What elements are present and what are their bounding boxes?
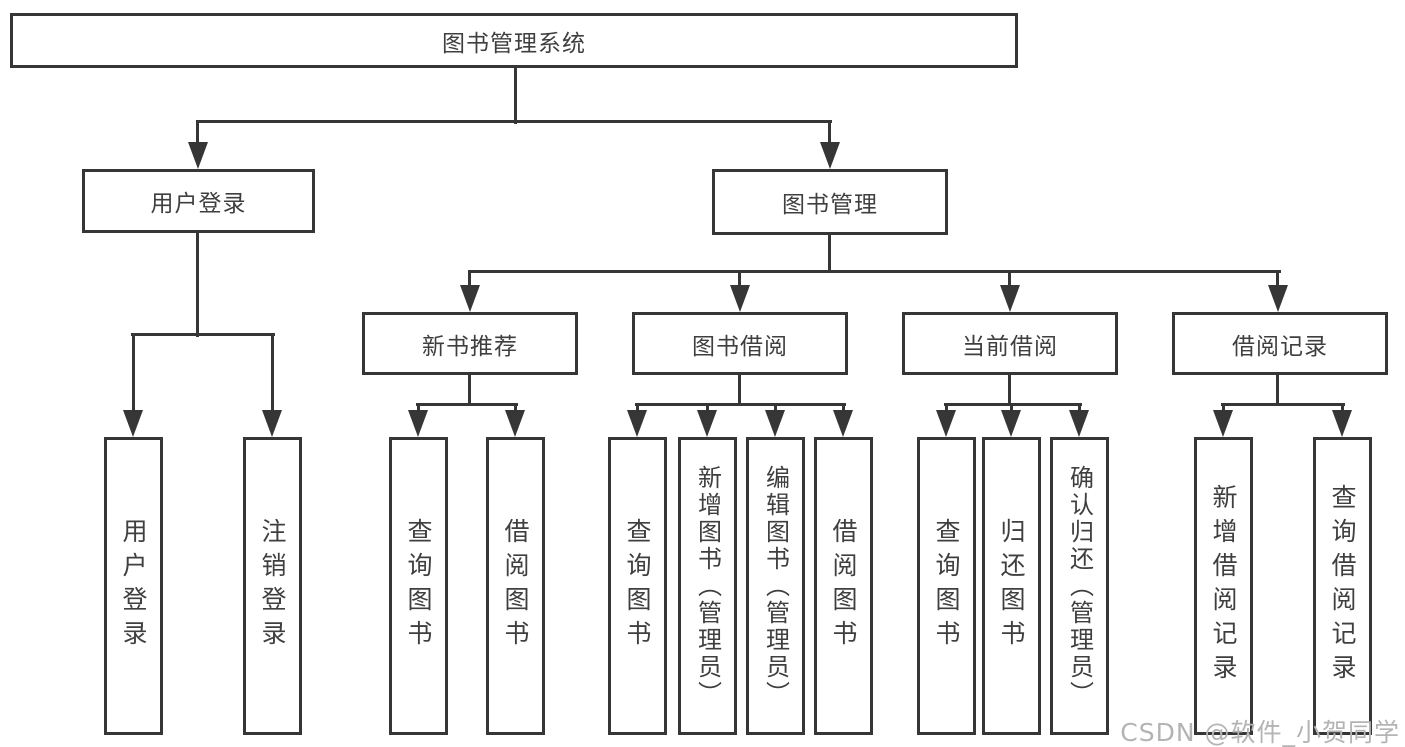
connector-vline bbox=[738, 272, 741, 287]
connector-vline bbox=[1276, 272, 1279, 287]
leaf-user-login-label: 用户登录 bbox=[119, 518, 148, 654]
node-borrow-records-label: 借阅记录 bbox=[1232, 333, 1328, 360]
leaf-query-books-2: 查询图书 bbox=[608, 437, 667, 735]
connector-vline bbox=[271, 335, 274, 412]
leaf-logout-label: 注销登录 bbox=[258, 518, 287, 654]
leaf-query-borrow-record: 查询借阅记录 bbox=[1313, 437, 1372, 735]
connector-vline bbox=[828, 122, 831, 144]
leaf-add-books-admin: 新增图书（管理员） bbox=[678, 437, 737, 735]
leaf-query-borrow-record-label: 查询借阅记录 bbox=[1328, 484, 1357, 688]
leaf-borrow-books-2-label: 借阅图书 bbox=[829, 518, 858, 654]
connector-hline bbox=[635, 403, 846, 406]
connector-vline bbox=[1276, 375, 1279, 405]
connector-hline bbox=[944, 403, 1082, 406]
arrowhead bbox=[1000, 285, 1020, 312]
connector-vline bbox=[132, 335, 135, 412]
arrowhead bbox=[123, 410, 143, 437]
arrowhead bbox=[1069, 410, 1089, 437]
leaf-add-borrow-record-label: 新增借阅记录 bbox=[1209, 484, 1238, 688]
connector-vline bbox=[828, 235, 831, 273]
arrowhead bbox=[460, 285, 480, 312]
leaf-query-books-3: 查询图书 bbox=[917, 437, 976, 735]
csdn-watermark: CSDN @软件_小贺同学 bbox=[1120, 718, 1400, 747]
connector-vline bbox=[1008, 375, 1011, 405]
node-book-borrow: 图书借阅 bbox=[632, 312, 848, 375]
connector-hline bbox=[416, 403, 518, 406]
arrowhead bbox=[730, 285, 750, 312]
leaf-add-borrow-record: 新增借阅记录 bbox=[1194, 437, 1253, 735]
leaf-query-books-2-label: 查询图书 bbox=[623, 518, 652, 654]
leaf-borrow-books-1: 借阅图书 bbox=[486, 437, 545, 735]
node-new-book-recommend-label: 新书推荐 bbox=[422, 333, 518, 360]
node-new-book-recommend: 新书推荐 bbox=[362, 312, 578, 375]
connector-hline bbox=[196, 120, 832, 123]
arrowhead bbox=[408, 410, 428, 437]
leaf-user-login: 用户登录 bbox=[104, 437, 163, 735]
node-book-management-label: 图书管理 bbox=[782, 192, 878, 218]
arrowhead bbox=[1268, 285, 1288, 312]
arrowhead bbox=[936, 410, 956, 437]
node-current-borrow: 当前借阅 bbox=[902, 312, 1118, 375]
connector-vline bbox=[196, 233, 199, 337]
node-current-borrow-label: 当前借阅 bbox=[962, 333, 1058, 360]
leaf-query-books-3-label: 查询图书 bbox=[932, 518, 961, 654]
arrowhead bbox=[188, 142, 208, 169]
node-user-login-label: 用户登录 bbox=[150, 191, 247, 217]
leaf-confirm-return-admin: 确认归还（管理员） bbox=[1050, 437, 1109, 735]
leaf-edit-books-admin: 编辑图书（管理员） bbox=[746, 437, 805, 735]
arrowhead bbox=[627, 410, 647, 437]
arrowhead bbox=[505, 410, 525, 437]
arrowhead bbox=[262, 410, 282, 437]
leaf-edit-books-admin-label: 编辑图书（管理员） bbox=[761, 464, 790, 708]
connector-vline bbox=[1008, 272, 1011, 287]
arrowhead bbox=[765, 410, 785, 437]
arrowhead bbox=[1213, 410, 1233, 437]
node-borrow-records: 借阅记录 bbox=[1172, 312, 1388, 375]
connector-vline bbox=[738, 375, 741, 405]
arrowhead bbox=[1001, 410, 1021, 437]
connector-vline bbox=[196, 122, 199, 144]
connector-vline bbox=[514, 68, 517, 124]
leaf-return-books-label: 归还图书 bbox=[997, 518, 1026, 654]
leaf-return-books: 归还图书 bbox=[982, 437, 1041, 735]
arrowhead bbox=[820, 142, 840, 169]
node-user-login: 用户登录 bbox=[82, 169, 315, 233]
node-book-borrow-label: 图书借阅 bbox=[692, 333, 788, 360]
leaf-borrow-books-2: 借阅图书 bbox=[814, 437, 873, 735]
leaf-borrow-books-1-label: 借阅图书 bbox=[501, 518, 530, 654]
arrowhead bbox=[697, 410, 717, 437]
node-root-label: 图书管理系统 bbox=[442, 30, 586, 57]
connector-vline bbox=[468, 375, 471, 405]
node-root: 图书管理系统 bbox=[10, 13, 1018, 68]
arrowhead bbox=[1332, 410, 1352, 437]
leaf-add-books-admin-label: 新增图书（管理员） bbox=[693, 464, 722, 708]
arrowhead bbox=[833, 410, 853, 437]
leaf-logout: 注销登录 bbox=[243, 437, 302, 735]
node-book-management: 图书管理 bbox=[712, 169, 948, 235]
leaf-confirm-return-admin-label: 确认归还（管理员） bbox=[1065, 464, 1094, 708]
connector-hline bbox=[468, 270, 1281, 273]
connector-hline bbox=[131, 333, 275, 336]
leaf-query-books-1-label: 查询图书 bbox=[404, 518, 433, 654]
connector-hline bbox=[1221, 403, 1345, 406]
leaf-query-books-1: 查询图书 bbox=[389, 437, 448, 735]
connector-vline bbox=[468, 272, 471, 287]
